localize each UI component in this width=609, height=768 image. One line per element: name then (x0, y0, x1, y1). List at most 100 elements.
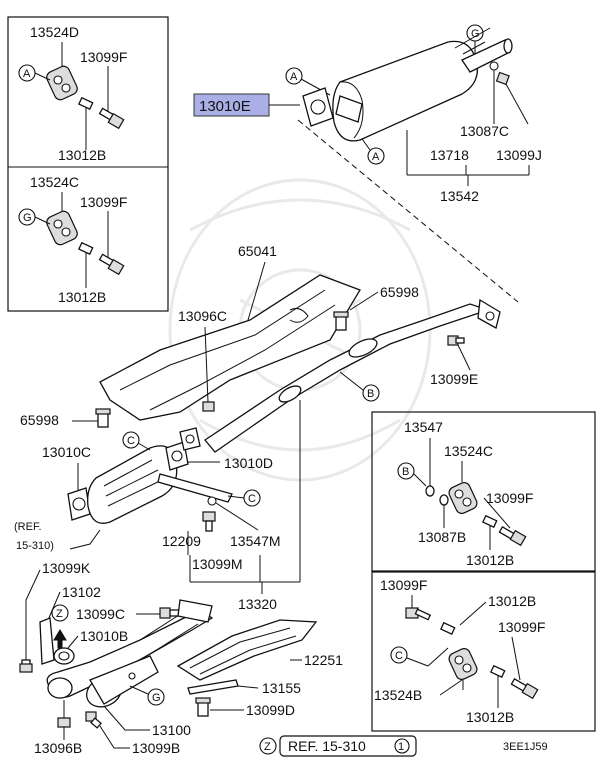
rubber-hanger (46, 210, 78, 246)
label-13524C: 13524C (30, 174, 79, 190)
label-13096B: 13096B (34, 740, 82, 756)
hanger-box-right-lower: 13099F 13012B 13099F C 13524B 13012B (371, 571, 596, 732)
clip (333, 311, 349, 331)
label-ref-number: 15-310) (16, 540, 54, 552)
dashed-reference-line (297, 119, 519, 303)
main-muffler-assembly: 13010E A G A 13087C 13718 13099J (193, 24, 542, 303)
label-65998: 65998 (380, 284, 419, 300)
svg-text:Z: Z (264, 741, 271, 753)
label-13099K: 13099K (42, 560, 91, 576)
diagram-code: 3EE1J59 (503, 741, 548, 753)
label-13099F: 13099F (380, 577, 427, 593)
nut (202, 401, 215, 412)
label-13099B: 13099B (132, 740, 180, 756)
label-13100: 13100 (152, 722, 191, 738)
heat-protector-plate (176, 619, 318, 681)
label-13099D: 13099D (246, 702, 295, 718)
svg-text:A: A (23, 68, 31, 80)
label-13547: 13547 (404, 419, 443, 435)
hanger-box-top-left: 13524D A 13099F 13012B 13524C G 13099F (7, 16, 169, 312)
nut (57, 717, 71, 728)
label-13099J: 13099J (496, 147, 542, 163)
label-13012B: 13012B (58, 147, 106, 163)
bracket (39, 617, 55, 665)
svg-text:G: G (152, 692, 161, 704)
bolt (85, 711, 102, 729)
label-ref: (REF. (14, 521, 42, 533)
spacer (78, 241, 94, 256)
svg-text:A: A (290, 71, 298, 83)
bolt (19, 659, 33, 673)
svg-text:C: C (127, 435, 135, 447)
muffler-body (332, 40, 479, 142)
label-13099C: 13099C (76, 606, 125, 622)
label-ref-bottom: REF. 15-310 (288, 738, 366, 754)
spacer (78, 96, 94, 111)
label-13099M: 13099M (192, 556, 243, 572)
label-13155: 13155 (262, 680, 301, 696)
label-13524B: 13524B (374, 687, 422, 703)
hanger-box-right-upper: 13547 13524C B 13099F 13087B 13012B (371, 411, 596, 572)
label-13099F: 13099F (498, 619, 545, 635)
label-13320: 13320 (238, 596, 277, 612)
svg-text:C: C (395, 650, 403, 662)
label-13718: 13718 (430, 147, 469, 163)
bolt (98, 107, 125, 130)
label-13087B: 13087B (418, 529, 466, 545)
label-65998: 65998 (20, 412, 59, 428)
converter-body (87, 445, 178, 524)
label-13102: 13102 (62, 584, 101, 600)
svg-text:A: A (372, 151, 380, 163)
label-13547M: 13547M (230, 533, 281, 549)
rubber-hanger (46, 65, 78, 101)
label-13012B: 13012B (466, 709, 514, 725)
front-pipe-assembly: 13099K 13102 Z 13099C 13010B G (19, 560, 214, 756)
svg-text:1: 1 (398, 741, 404, 753)
svg-text:G: G (23, 212, 32, 224)
rubber-hanger (448, 482, 478, 514)
tailpipe (461, 39, 511, 73)
bolt (510, 678, 539, 700)
svg-text:B: B (402, 466, 409, 478)
svg-text:G: G (471, 28, 480, 40)
catalytic-converter: 13010C C 13010D C 12209 13547M 13099M (14, 427, 281, 612)
label-12209: 12209 (162, 533, 201, 549)
svg-text:B: B (367, 388, 374, 400)
bolt (447, 335, 465, 346)
svg-text:C: C (248, 493, 256, 505)
label-13524C: 13524C (444, 443, 493, 459)
svg-text:Z: Z (56, 608, 63, 620)
label-13012B: 13012B (58, 289, 106, 305)
label-65041: 65041 (238, 243, 277, 259)
bolt (98, 253, 125, 276)
label-13099F: 13099F (486, 490, 533, 506)
label-13524D: 13524D (30, 24, 79, 40)
bolt (498, 526, 527, 547)
label-13010E: 13010E (199, 98, 251, 115)
label-13099F: 13099F (80, 49, 127, 65)
label-13099F: 13099F (80, 194, 127, 210)
label-13012B: 13012B (466, 552, 514, 568)
bolt (202, 511, 216, 532)
rubber-hanger (448, 648, 478, 680)
label-13087C: 13087C (460, 123, 509, 139)
label-12251: 12251 (304, 652, 343, 668)
bracket (157, 473, 233, 503)
label-13010D: 13010D (224, 455, 273, 471)
clip (95, 408, 111, 428)
label-13012B: 13012B (488, 593, 536, 609)
heat-protector: 12251 13155 13099D (176, 619, 343, 718)
label-13096C: 13096C (178, 308, 227, 324)
clip (195, 697, 211, 717)
bolt (405, 607, 432, 621)
arrow-up-icon (53, 629, 67, 649)
center-section: 65041 13096C 65998 13099E B 65998 (20, 243, 501, 583)
bottom-reference: Z REF. 15-310 1 3EE1J59 (259, 735, 548, 757)
label-13099E: 13099E (430, 371, 478, 387)
heat-shield (99, 274, 361, 421)
washer (425, 485, 435, 497)
label-13010C: 13010C (42, 444, 91, 460)
label-13542: 13542 (440, 188, 479, 204)
